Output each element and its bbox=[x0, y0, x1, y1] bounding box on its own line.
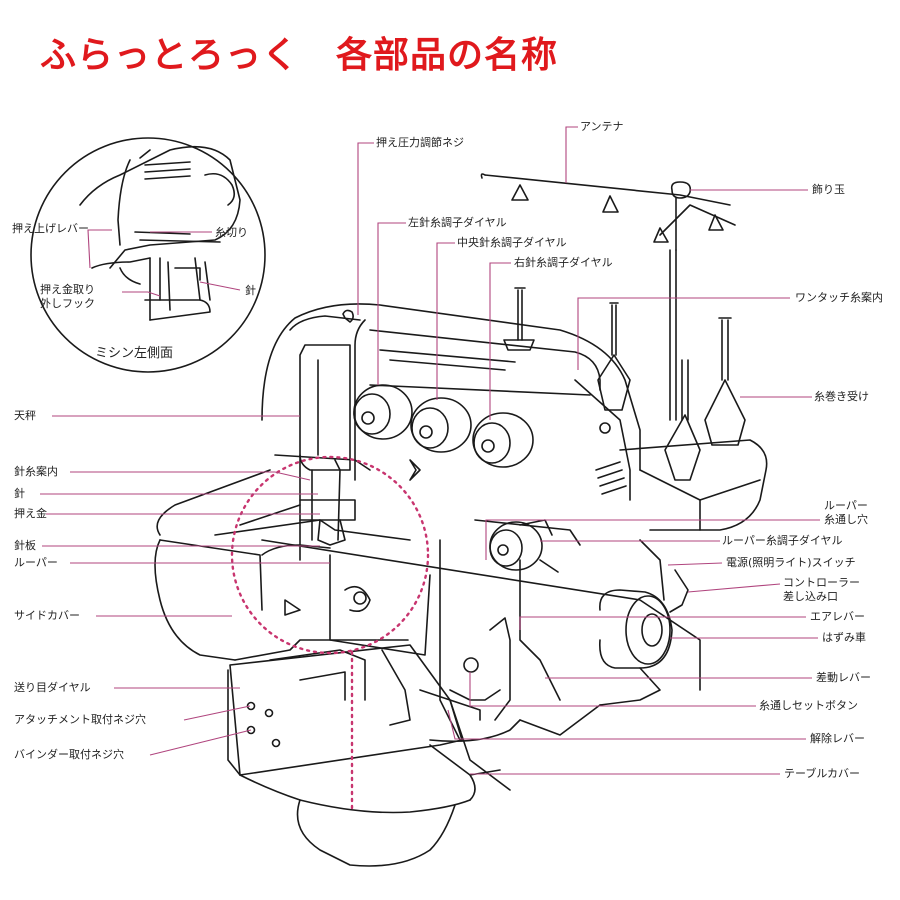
label-left-needle-dial: 左針糸調子ダイヤル bbox=[408, 216, 507, 229]
inset-caption: ミシン左側面 bbox=[95, 346, 174, 361]
label-one-touch-guide: ワンタッチ糸案内 bbox=[795, 291, 883, 304]
label-feed-dial: 送り目ダイヤル bbox=[14, 681, 91, 694]
inset-label-needle: 針 bbox=[245, 284, 256, 297]
label-controller-1: コントローラー bbox=[783, 576, 860, 589]
label-needle-thread-guide: 針糸案内 bbox=[14, 465, 58, 478]
label-side-cover: サイドカバー bbox=[14, 609, 80, 622]
label-pressure-screw: 押え圧力調節ネジ bbox=[376, 136, 464, 149]
inset-label-presser-removal-hook-1: 押え金取り bbox=[40, 283, 95, 296]
label-differential-lever: 差動レバー bbox=[816, 671, 871, 684]
label-right-needle-dial: 右針糸調子ダイヤル bbox=[514, 256, 613, 269]
label-looper-hole-2: 糸通し穴 bbox=[824, 513, 868, 526]
label-spool-cap: 飾り玉 bbox=[812, 183, 845, 196]
label-presser-foot: 押え金 bbox=[14, 507, 47, 520]
inset-circle bbox=[30, 137, 266, 373]
label-looper-left: ルーパー bbox=[14, 556, 58, 569]
label-take-up: 天秤 bbox=[14, 409, 36, 422]
label-controller-2: 差し込み口 bbox=[783, 590, 838, 603]
label-release-lever: 解除レバー bbox=[810, 732, 865, 745]
label-needle-plate: 針板 bbox=[14, 539, 36, 552]
label-antenna: アンテナ bbox=[580, 120, 624, 133]
inset-label-presser-removal-hook-2: 外しフック bbox=[40, 297, 95, 310]
label-threading-set-button: 糸通しセットボタン bbox=[759, 699, 858, 712]
inset-label-presser-lift-lever: 押え上げレバー bbox=[12, 222, 89, 235]
label-handwheel: はずみ車 bbox=[822, 631, 866, 644]
page-title: ふらっとろっく 各部品の名称 bbox=[40, 35, 559, 76]
label-needle: 針 bbox=[14, 487, 25, 500]
label-table-cover: テーブルカバー bbox=[784, 767, 861, 780]
label-spool-holder: 糸巻き受け bbox=[814, 390, 869, 403]
label-looper-hole-1: ルーパー bbox=[824, 499, 868, 512]
label-binder-screw-hole: バインダー取付ネジ穴 bbox=[14, 748, 124, 761]
label-air-lever: エアレバー bbox=[810, 610, 865, 623]
label-power-switch: 電源(照明ライト)スイッチ bbox=[726, 556, 856, 569]
detail-highlight-circle bbox=[230, 455, 430, 655]
label-attachment-screw-hole: アタッチメント取付ネジ穴 bbox=[14, 713, 146, 726]
leader-lines bbox=[40, 126, 820, 775]
label-looper-dial: ルーパー糸調子ダイヤル bbox=[722, 534, 843, 547]
inset-label-thread-cutter: 糸切り bbox=[215, 226, 248, 239]
label-center-needle-dial: 中央針糸調子ダイヤル bbox=[457, 236, 567, 249]
